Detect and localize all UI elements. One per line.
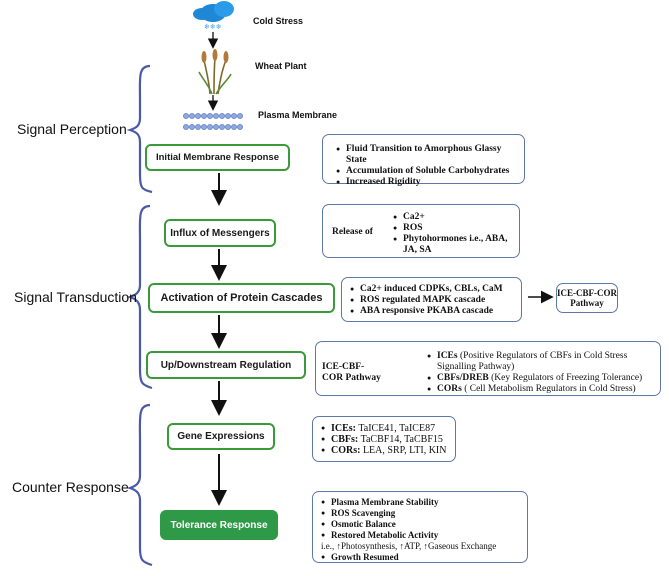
stage-signal-transduction: Signal Transduction [14,289,137,305]
tolerance-item: Restored Metabolic Activity [321,530,521,541]
gene-item: CBFs: TaCBF14, TaCBF15 [321,434,449,445]
updown-item: CBFs/DREB (Key Regulators of Freezing To… [427,373,659,384]
tolerance-item: Growth Resumed [321,552,521,563]
updown-item: ICEs (Positive Regulators of CBFs in Col… [427,351,659,373]
ice-pathway-label: ICE-CBF-COR Pathway [557,288,617,308]
updown-term: ICEs [437,351,458,361]
tolerance-detail: i.e., ↑Photosynthesis, ↑ATP, ↑Gaseous Ex… [321,541,497,551]
stage-counter-response: Counter Response [12,479,129,495]
brace-signal-perception [126,64,153,194]
wheat-plant-icon [198,57,232,95]
step-up-downstream-regulation: Up/Downstream Regulation [146,351,306,379]
cold-stress-label: Cold Stress [253,16,304,26]
gene-desc: TaCBF14, TaCBF15 [360,434,443,445]
plasma-membrane-label: Plasma Membrane [258,110,338,120]
box-tolerance-response: Plasma Membrane Stability ROS Scavenging… [312,491,528,563]
release-of-label: Release of [332,227,373,237]
stage-signal-perception: Signal Perception [17,121,127,137]
step-influx-of-messengers: Influx of Messengers [164,219,276,247]
cascade-item: ROS regulated MAPK cascade [350,295,515,306]
updown-pathway-label: ICE-CBF-COR Pathway [322,362,381,383]
messenger-item: ROS [393,223,518,234]
updown-desc: ( Cell Metabolism Regulators in Cold Str… [464,384,636,394]
tolerance-item: ROS Scavenging [321,508,521,519]
step-initial-membrane-response: Initial Membrane Response [145,144,290,171]
snow-cloud-icon: ❄❄❄ [193,1,234,31]
wheat-plant-label: Wheat Plant [255,61,307,71]
cascade-item: Ca2+ induced CDPKs, CBLs, CaM [350,284,515,295]
updown-term: CBFs/DREB [437,373,489,383]
box-protein-cascades: Ca2+ induced CDPKs, CBLs, CaM ROS regula… [341,277,522,322]
gene-term: CORs: [331,445,361,456]
brace-signal-transduction [126,204,153,390]
step-activation-of-protein-cascades: Activation of Protein Cascades [148,283,335,313]
step-gene-expressions: Gene Expressions [167,423,275,450]
updown-desc: (Key Regulators of Freezing Tolerance) [491,373,643,383]
box-membrane-response-details: Fluid Transition to Amorphous Glassy Sta… [322,134,525,188]
gene-item: ICEs: TaICE41, TaICE87 [321,423,449,434]
gene-term: ICEs: [331,423,357,434]
svg-text:❄❄❄: ❄❄❄ [204,23,222,31]
box-updown-regulation: ICE-CBF-COR Pathway ICEs (Positive Regul… [315,341,661,396]
box-messenger-release: Release of Ca2+ ROS Phytohormones i.e., … [322,204,520,258]
updown-desc: (Positive Regulators of CBFs in Cold Str… [437,351,628,372]
membrane-item: Accumulation of Soluble Carbohydrates [336,166,516,177]
gene-desc: TaICE41, TaICE87 [358,423,436,434]
updown-item: CORs ( Cell Metabolism Regulators in Col… [427,384,659,395]
gene-desc: LEA, SRP, LTI, KIN [362,445,447,456]
gene-item: CORs: LEA, SRP, LTI, KIN [321,445,449,456]
gene-term: CBFs: [331,434,359,445]
tolerance-item: Plasma Membrane Stability [321,497,521,508]
plasma-membrane-icon [183,113,243,130]
cascade-item: ABA responsive PKABA cascade [350,306,515,317]
messenger-item: Phytohormones i.e., ABA, JA, SA [393,234,518,256]
wheat-ears-icon [201,49,229,63]
membrane-item: Fluid Transition to Amorphous Glassy Sta… [336,144,516,166]
brace-counter-response [126,403,153,567]
box-gene-expressions: ICEs: TaICE41, TaICE87 CBFs: TaCBF14, Ta… [312,416,456,462]
step-tolerance-response: Tolerance Response [160,510,278,540]
box-ice-cbf-cor-pathway: ICE-CBF-COR Pathway [556,283,618,313]
tolerance-item: Osmotic Balance [321,519,521,530]
updown-desc-tail: Pathway) [478,362,515,372]
updown-term: CORs [437,384,462,394]
messenger-item: Ca2+ [393,212,518,223]
membrane-item: Increased Rigidity [336,177,516,188]
